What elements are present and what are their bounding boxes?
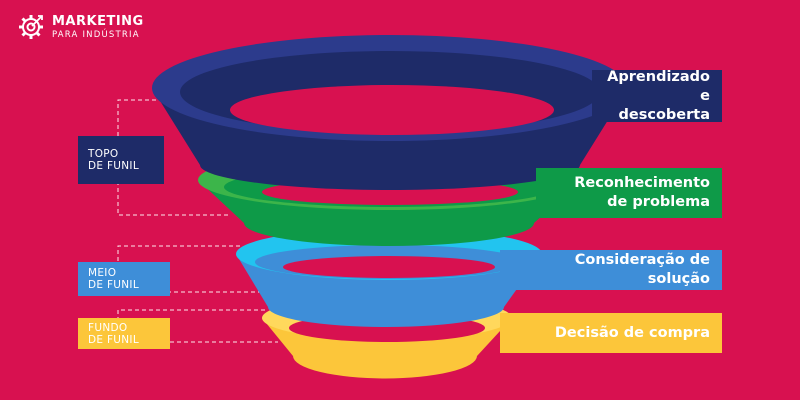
- level-label-line: FUNDO: [88, 321, 128, 334]
- level-box-top: [78, 136, 164, 184]
- stage-bar-recognition: [536, 168, 722, 218]
- stage-label-line: e descoberta: [618, 87, 710, 123]
- level-label-line: TOPO: [88, 148, 119, 160]
- stage-label-line: de problema: [607, 194, 710, 210]
- stage-bar-consideration: [500, 250, 722, 290]
- middle-funnel-bracket: [117, 245, 260, 293]
- funnel-ring-blue: [236, 228, 542, 327]
- stage-bar-learning: [592, 70, 722, 122]
- level-box-middle: [78, 262, 170, 296]
- stage-label-consideration: Consideração de solução: [500, 250, 722, 290]
- level-label-middle: MEIO DE FUNIL: [78, 262, 170, 296]
- stage-label-recognition: Reconhecimento de problema: [536, 168, 722, 218]
- level-label-line: MEIO: [88, 267, 117, 279]
- brand-logo: MARKETING PARA INDÚSTRIA: [18, 14, 144, 40]
- level-label-line: DE FUNIL: [88, 160, 139, 172]
- stage-label-line: Reconhecimento: [574, 175, 710, 191]
- level-label-line: DE FUNIL: [88, 279, 139, 291]
- stage-label-line: Aprendizado: [607, 68, 710, 85]
- stage-label-decision: Decisão de compra: [500, 313, 722, 353]
- stage-label-line: Decisão de compra: [554, 324, 710, 341]
- level-box-bottom: [78, 318, 170, 349]
- stage-label-line: Consideração de solução: [574, 252, 710, 287]
- level-label-top: TOPO DE FUNIL: [78, 136, 164, 184]
- gear-target-icon: [19, 15, 43, 39]
- stage-bar-decision: [500, 313, 722, 353]
- level-label-bottom: FUNDO DE FUNIL: [78, 318, 170, 349]
- funnel-ring-navy: [152, 35, 628, 190]
- stage-label-learning: Aprendizado e descoberta: [592, 68, 722, 123]
- level-label-line: DE FUNIL: [88, 333, 139, 346]
- brand-title: MARKETING: [52, 13, 144, 29]
- brand-subtitle: PARA INDÚSTRIA: [52, 29, 140, 40]
